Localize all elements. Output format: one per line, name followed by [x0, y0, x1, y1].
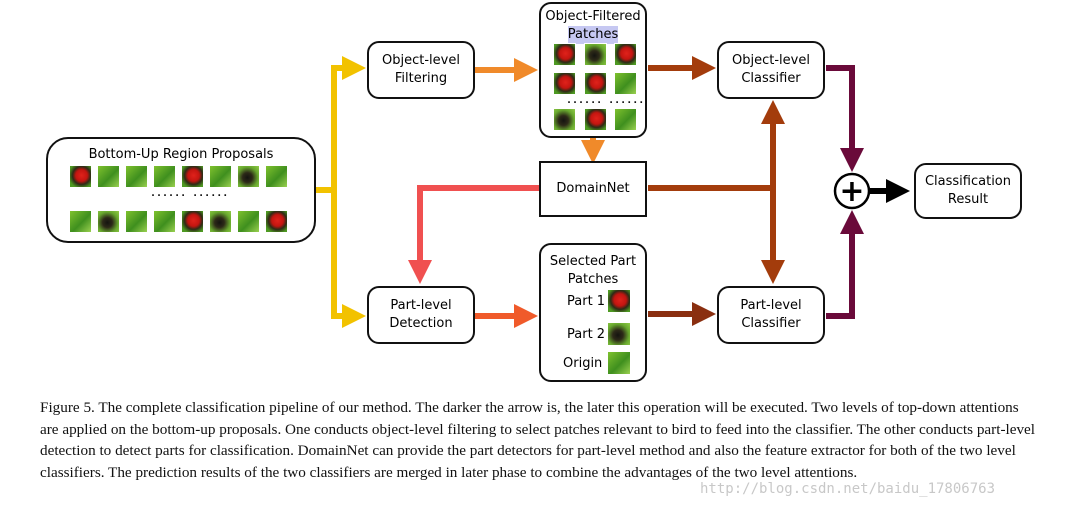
patch-thumbnail: [97, 165, 120, 188]
part-1-label: Part 1: [567, 294, 606, 309]
part-2-thumbnail: [607, 322, 631, 346]
object-filtering-label-1: Object-level: [382, 53, 460, 68]
result-label-1: Classification: [924, 174, 1012, 189]
patch-thumbnail: [553, 72, 576, 95]
domainnet-box: DomainNet: [539, 161, 647, 217]
arrow-objclassifier-to-merge: [826, 65, 864, 172]
patch-thumbnail: [69, 165, 92, 188]
domainnet-label: DomainNet: [556, 181, 630, 196]
patch-thumbnail: [237, 165, 260, 188]
proposals-title: Bottom-Up Region Proposals: [88, 147, 274, 162]
patch-thumbnail: [209, 165, 232, 188]
arrow-domainnet-to-detection: [408, 185, 539, 284]
merge-symbol: +: [839, 174, 864, 209]
arrow-domainnet-to-classifiers: [648, 100, 785, 284]
patch-thumbnail: [181, 165, 204, 188]
part-classifier-label-2: Classifier: [741, 316, 801, 331]
patch-thumbnail: [153, 210, 176, 233]
patch-thumbnail: [209, 210, 232, 233]
result-box: Classification Result: [914, 163, 1022, 219]
origin-label: Origin: [563, 356, 603, 371]
part-1-thumbnail: [607, 289, 631, 313]
merge-circle: [833, 172, 871, 210]
part-classifier-box: Part-level Classifier: [717, 286, 825, 344]
watermark: http://blog.csdn.net/baidu_17806763: [700, 481, 996, 497]
patch-thumbnail: [614, 108, 637, 131]
part-detection-box: Part-level Detection: [367, 286, 475, 344]
part-classifier-label-1: Part-level: [740, 298, 802, 313]
object-patches-ellipsis: ...... ......: [566, 95, 645, 106]
arrow-proposals-branch: [314, 56, 366, 328]
patch-thumbnail: [584, 43, 607, 66]
part-detection-label-1: Part-level: [390, 298, 452, 313]
part-patches-label-2: Patches: [567, 272, 619, 287]
origin-thumbnail: [607, 351, 631, 375]
patch-thumbnail: [125, 165, 148, 188]
object-patches-label-1: Object-Filtered: [545, 9, 641, 24]
object-classifier-label-2: Classifier: [741, 71, 801, 86]
patch-thumbnail: [584, 108, 607, 131]
object-filtering-box: Object-level Filtering: [367, 41, 475, 99]
figure-caption: Figure 5. The complete classification pi…: [40, 399, 1036, 481]
part-2-label: Part 2: [567, 327, 606, 342]
patch-thumbnail: [237, 210, 260, 233]
patch-thumbnail: [69, 210, 92, 233]
part-detection-label-2: Detection: [389, 316, 453, 331]
patch-thumbnail: [153, 165, 176, 188]
part-patches-label-1: Selected Part: [549, 254, 637, 269]
patch-thumbnail: [553, 43, 576, 66]
patch-thumbnail: [584, 72, 607, 95]
arrow-partclassifier-to-merge: [826, 210, 864, 319]
patch-thumbnail: [265, 210, 288, 233]
patch-thumbnail: [97, 210, 120, 233]
patch-thumbnail: [125, 210, 148, 233]
patch-thumbnail: [614, 72, 637, 95]
object-classifier-box: Object-level Classifier: [717, 41, 825, 99]
proposals-ellipsis: ...... ......: [150, 188, 229, 199]
patch-thumbnail: [614, 43, 637, 66]
patch-thumbnail: [181, 210, 204, 233]
patch-thumbnail: [553, 108, 576, 131]
result-label-2: Result: [947, 192, 989, 207]
object-filtering-label-2: Filtering: [394, 71, 448, 86]
object-patches-label-2: Patches: [567, 26, 619, 44]
patch-thumbnail: [265, 165, 288, 188]
object-classifier-label-1: Object-level: [732, 53, 810, 68]
